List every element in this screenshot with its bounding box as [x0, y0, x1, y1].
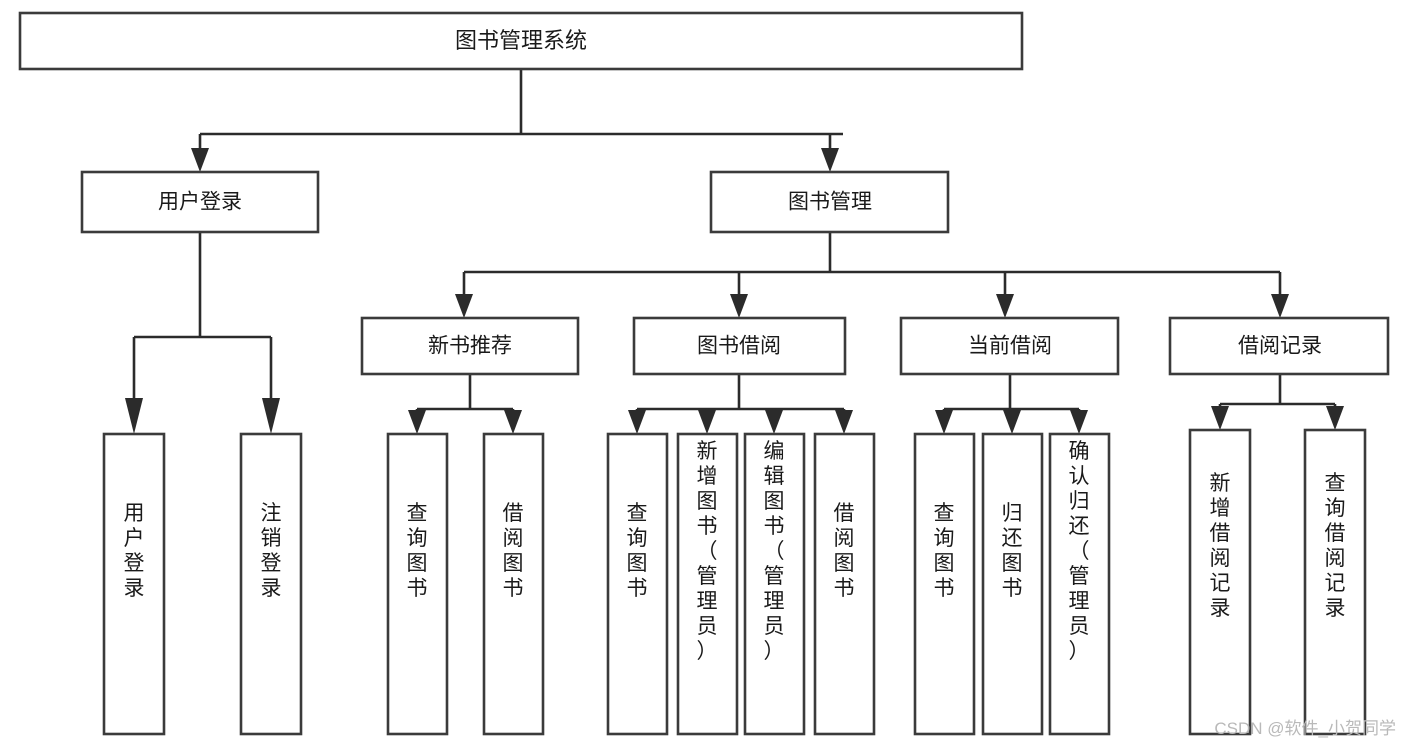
node-leaf-user-login-box[interactable] [102, 432, 166, 736]
node-root-box[interactable] [18, 11, 1024, 71]
arrowhead-leaf-add-record [1211, 406, 1229, 430]
arrowhead-leaf-add-book [698, 410, 716, 434]
arrowhead-leaf-query-book-2 [628, 410, 646, 434]
node-leaf-borrow-book-1[interactable]: 借阅图书 [482, 432, 545, 736]
node-leaf-user-login-label: 用户登录 [124, 502, 145, 600]
node-leaf-query-book-3-box[interactable] [913, 432, 976, 736]
node-leaf-borrow-book-2[interactable]: 借阅图书 [813, 432, 876, 736]
node-book-borrow-label: 图书借阅 [697, 335, 781, 358]
node-leaf-query-book-1-label: 查询图书 [407, 502, 428, 600]
arrowhead-leaf-user-login [125, 398, 143, 434]
connector-layer [125, 69, 1344, 434]
node-borrow-record[interactable]: 借阅记录 [1168, 316, 1390, 376]
node-current-borrow-box[interactable] [899, 316, 1120, 376]
arrowhead-leaf-confirm-return [1070, 410, 1088, 434]
node-leaf-add-record-box[interactable] [1188, 428, 1252, 736]
node-leaf-borrow-book-2-box[interactable] [813, 432, 876, 736]
arrowhead-leaf-return-book [1003, 410, 1021, 434]
node-root[interactable]: 图书管理系统 [18, 11, 1024, 71]
node-user-login-label: 用户登录 [158, 191, 242, 214]
arrowhead-leaf-edit-book [765, 410, 783, 434]
node-leaf-return-book-box[interactable] [981, 432, 1044, 736]
node-leaf-query-book-2-label: 查询图书 [627, 502, 648, 600]
node-book-borrow-box[interactable] [632, 316, 847, 376]
arrowhead-book-borrow [730, 294, 748, 318]
arrowhead-leaf-borrow-book-1 [504, 410, 522, 434]
node-leaf-query-book-1-box[interactable] [386, 432, 449, 736]
node-book-manage-box[interactable] [709, 170, 950, 234]
node-leaf-add-book-label: 新增图书（管理员） [697, 440, 718, 663]
csdn-watermark: CSDN @软件_小贺同学 [1214, 719, 1396, 738]
node-user-login-box[interactable] [80, 170, 320, 234]
node-leaf-query-record[interactable]: 查询借阅记录 [1303, 428, 1367, 736]
node-leaf-query-book-2[interactable]: 查询图书 [606, 432, 669, 736]
node-root-label: 图书管理系统 [455, 28, 587, 53]
node-leaf-borrow-book-2-label: 借阅图书 [834, 502, 855, 600]
node-leaf-user-login[interactable]: 用户登录 [102, 432, 166, 736]
node-leaf-query-record-box[interactable] [1303, 428, 1367, 736]
node-new-book-recommend[interactable]: 新书推荐 [360, 316, 580, 376]
node-leaf-borrow-book-1-label: 借阅图书 [503, 502, 524, 600]
node-borrow-record-box[interactable] [1168, 316, 1390, 376]
node-leaf-add-book[interactable]: 新增图书（管理员） [676, 432, 739, 736]
node-leaf-confirm-return[interactable]: 确认归还（管理员） [1048, 432, 1111, 736]
node-leaf-confirm-return-label: 确认归还（管理员） [1069, 440, 1090, 663]
node-borrow-record-label: 借阅记录 [1238, 335, 1322, 358]
node-book-manage[interactable]: 图书管理 [709, 170, 950, 234]
node-leaf-query-book-3-label: 查询图书 [934, 502, 955, 600]
node-new-book-recommend-box[interactable] [360, 316, 580, 376]
node-book-manage-label: 图书管理 [788, 191, 872, 214]
arrowhead-new-book-recommend [455, 294, 473, 318]
arrowhead-book-manage [821, 148, 839, 172]
node-leaf-edit-book[interactable]: 编辑图书（管理员） [743, 432, 806, 736]
node-leaf-logout-login[interactable]: 注销登录 [239, 432, 303, 736]
node-new-book-recommend-label: 新书推荐 [428, 335, 512, 358]
node-leaf-query-book-1[interactable]: 查询图书 [386, 432, 449, 736]
node-leaf-borrow-book-1-box[interactable] [482, 432, 545, 736]
arrowhead-leaf-query-record [1326, 406, 1344, 430]
arrowhead-user-login [191, 148, 209, 172]
node-leaf-return-book[interactable]: 归还图书 [981, 432, 1044, 736]
node-current-borrow[interactable]: 当前借阅 [899, 316, 1120, 376]
arrowhead-leaf-query-book-1 [408, 410, 426, 434]
node-leaf-confirm-return-box[interactable] [1048, 432, 1111, 736]
node-leaf-query-record-label: 查询借阅记录 [1325, 472, 1346, 620]
arrowhead-borrow-record [1271, 294, 1289, 318]
node-leaf-edit-book-label: 编辑图书（管理员） [764, 440, 785, 663]
node-leaf-add-record[interactable]: 新增借阅记录 [1188, 428, 1252, 736]
node-leaf-add-record-label: 新增借阅记录 [1210, 472, 1231, 620]
arrowhead-current-borrow [996, 294, 1014, 318]
node-leaf-return-book-label: 归还图书 [1002, 502, 1023, 600]
node-leaf-logout-login-box[interactable] [239, 432, 303, 736]
arrowhead-leaf-query-book-3 [935, 410, 953, 434]
node-current-borrow-label: 当前借阅 [968, 335, 1052, 358]
node-leaf-add-book-box[interactable] [676, 432, 739, 736]
node-user-login[interactable]: 用户登录 [80, 170, 320, 234]
node-book-borrow[interactable]: 图书借阅 [632, 316, 847, 376]
node-leaf-query-book-2-box[interactable] [606, 432, 669, 736]
node-leaf-edit-book-box[interactable] [743, 432, 806, 736]
node-leaf-logout-login-label: 注销登录 [261, 502, 282, 600]
arrowhead-leaf-borrow-book-2 [835, 410, 853, 434]
arrowhead-leaf-logout-login [262, 398, 280, 434]
node-leaf-query-book-3[interactable]: 查询图书 [913, 432, 976, 736]
